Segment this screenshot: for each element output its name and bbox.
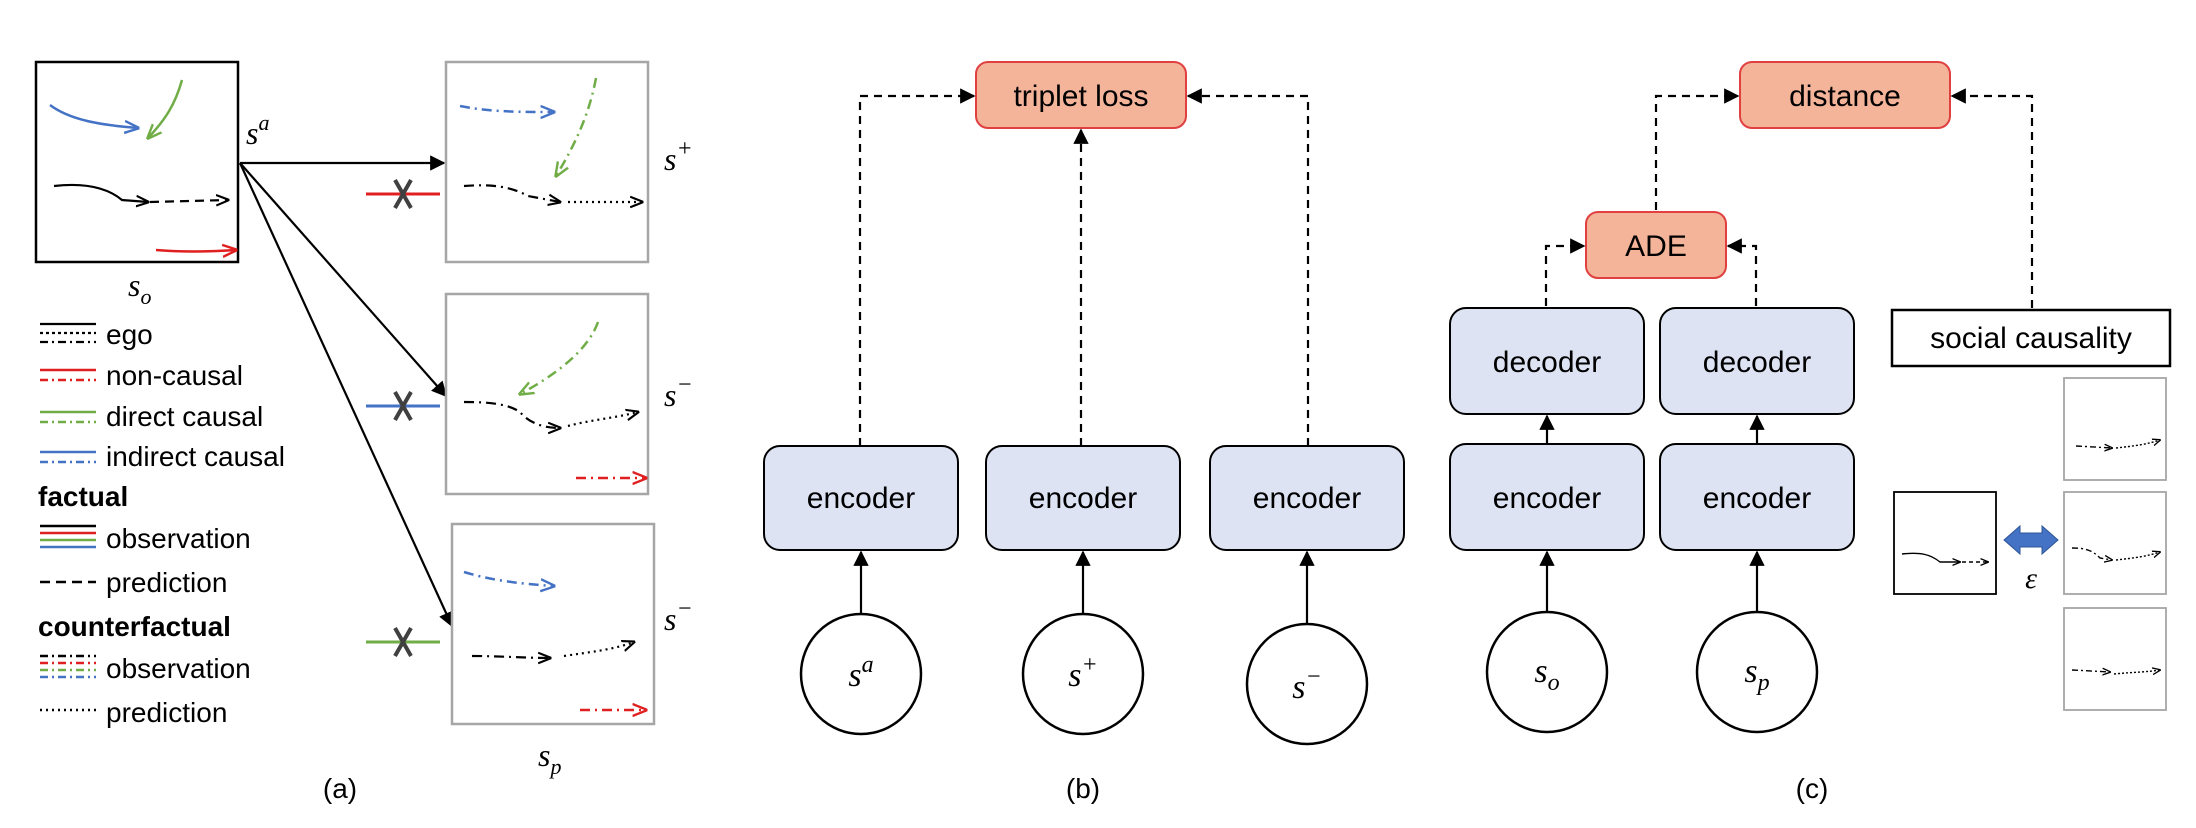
thumbnail-counterfactual-1 xyxy=(2063,377,2167,481)
input-anchor: sa xyxy=(799,612,923,736)
encoder-o: encoder xyxy=(1449,443,1645,551)
triplet-loss-box: triplet loss xyxy=(975,61,1187,129)
scene-negative-2 xyxy=(450,522,656,726)
label-s-p: sp xyxy=(538,737,561,779)
ade-box: ADE xyxy=(1585,211,1727,279)
decoder-o: decoder xyxy=(1449,307,1645,415)
epsilon-label: ε xyxy=(2025,562,2037,595)
input-positive: s+ xyxy=(1021,612,1145,736)
caption-a: (a) xyxy=(323,773,357,804)
caption-b: (b) xyxy=(1066,773,1100,804)
thumbnail-counterfactual-3 xyxy=(2063,607,2167,711)
svg-text:triplet loss: triplet loss xyxy=(1013,80,1148,113)
svg-text:observation: observation xyxy=(106,523,251,554)
encoder-positive: encoder xyxy=(985,445,1181,551)
svg-text:social causality: social causality xyxy=(1930,322,2132,355)
svg-text:encoder: encoder xyxy=(1493,482,1601,515)
panel-c: distance ADE decoder decoder encoder e xyxy=(1449,61,2172,804)
scene-negative-1 xyxy=(444,292,650,496)
label-s-o: so xyxy=(128,267,151,309)
svg-text:ego: ego xyxy=(106,319,153,350)
svg-text:encoder: encoder xyxy=(1703,482,1811,515)
panel-b: triplet loss encoder encoder encoder sa … xyxy=(763,61,1405,804)
encoder-anchor: encoder xyxy=(763,445,959,551)
legend-heading-factual: factual xyxy=(38,481,128,512)
svg-text:s+: s+ xyxy=(1068,652,1097,694)
label-s-neg2: s− xyxy=(664,596,693,637)
arrow-negative-to-loss xyxy=(1186,88,1310,446)
svg-text:direct causal: direct causal xyxy=(106,401,263,432)
arrow-anchor-to-loss xyxy=(858,88,976,446)
input-s-p: sp xyxy=(1695,610,1819,734)
svg-text:observation: observation xyxy=(106,653,251,684)
encoder-negative: encoder xyxy=(1209,445,1405,551)
svg-text:prediction: prediction xyxy=(106,567,227,598)
removed-agent-direct-causal xyxy=(366,627,440,657)
svg-text:sp: sp xyxy=(1744,653,1769,696)
arrow-ade-to-distance xyxy=(1654,88,1740,210)
thumbnail-factual-scene xyxy=(1893,491,1997,595)
legend-heading-counterfactual: counterfactual xyxy=(38,611,231,642)
svg-text:decoder: decoder xyxy=(1493,346,1601,379)
svg-text:decoder: decoder xyxy=(1703,346,1811,379)
legend-item-indirect-causal: indirect causal xyxy=(40,441,285,472)
svg-text:encoder: encoder xyxy=(1253,482,1361,515)
legend-item-factual-prediction: prediction xyxy=(40,567,227,598)
input-negative: s− xyxy=(1245,622,1369,746)
legend-item-counterfactual-prediction: prediction xyxy=(40,697,227,728)
svg-text:encoder: encoder xyxy=(1029,482,1137,515)
legend-item-direct-causal: direct causal xyxy=(40,401,263,432)
legend-item-factual-observation: observation xyxy=(40,523,251,554)
distance-box: distance xyxy=(1739,61,1951,129)
svg-text:so: so xyxy=(1534,653,1559,696)
decoder-p: decoder xyxy=(1659,307,1855,415)
scene-positive xyxy=(444,60,650,264)
arrow-causality-to-distance xyxy=(1950,88,2034,308)
arrow-to-s-neg1 xyxy=(239,162,448,398)
legend-item-counterfactual-observation: observation xyxy=(40,653,251,684)
label-s-pos: s+ xyxy=(664,136,693,177)
legend-item-ego: ego xyxy=(40,319,153,350)
label-s-a: sa xyxy=(246,110,269,151)
legend: ego non-causal direct causal indirect ca… xyxy=(38,319,285,728)
removed-agent-indirect-causal xyxy=(366,391,440,421)
arrow-to-s-neg2 xyxy=(238,162,454,628)
svg-text:sa: sa xyxy=(848,652,873,694)
arrow-decoder-p-to-ade xyxy=(1726,238,1758,306)
arrow-decoder-o-to-ade xyxy=(1544,238,1586,306)
svg-text:distance: distance xyxy=(1789,80,1901,113)
input-s-o: so xyxy=(1485,610,1609,734)
svg-text:s−: s− xyxy=(1292,664,1321,706)
svg-text:non-causal: non-causal xyxy=(106,360,243,391)
legend-item-non-causal: non-causal xyxy=(40,360,243,391)
thumbnail-counterfactual-2 xyxy=(2063,491,2167,595)
svg-text:encoder: encoder xyxy=(807,482,915,515)
caption-c: (c) xyxy=(1796,773,1829,804)
encoder-p: encoder xyxy=(1659,443,1855,551)
label-s-neg1: s− xyxy=(664,372,693,413)
social-causality-box: social causality xyxy=(1890,308,2172,368)
compare-double-arrow xyxy=(2003,524,2059,556)
svg-text:ADE: ADE xyxy=(1625,230,1687,263)
scene-original xyxy=(34,60,240,264)
svg-text:prediction: prediction xyxy=(106,697,227,728)
svg-text:indirect causal: indirect causal xyxy=(106,441,285,472)
removed-agent-non-causal xyxy=(366,179,440,209)
panel-a: so sa s+ s− xyxy=(34,60,693,804)
